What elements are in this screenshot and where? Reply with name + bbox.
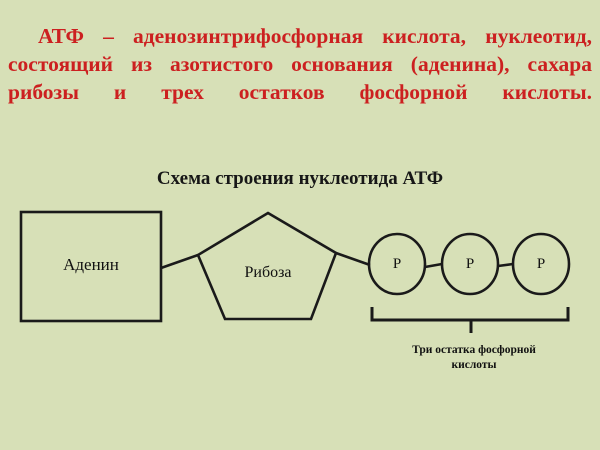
- connector-phosphate2-phosphate3: [497, 262, 514, 268]
- phosphate-bracket-caption-line2: кислоты: [451, 359, 497, 371]
- definition-paragraph: АТФ – аденозинтрифосфорная кислота, нукл…: [8, 24, 592, 104]
- connector-adenine-ribose: [160, 253, 199, 270]
- connector-phosphate1-phosphate2: [424, 262, 443, 269]
- phosphate-bracket-caption-line1: Три остатка фосфорной: [412, 344, 536, 356]
- phosphate-bracket: [370, 307, 570, 322]
- phosphate-label-3: Р: [536, 256, 546, 272]
- phosphate-label-1: Р: [392, 256, 402, 272]
- phosphate-circle-2-shape: [440, 232, 500, 296]
- phosphate-circle-1-shape: [367, 232, 427, 296]
- diagram-title: Схема строения нуклеотида АТФ: [156, 168, 444, 189]
- connector-ribose-phosphate1: [335, 251, 371, 267]
- phosphate-circle-3-shape: [511, 232, 571, 296]
- adenine-label: Аденин: [63, 255, 119, 274]
- adenine-box-shape: [19, 210, 163, 323]
- ribose-pentagon-shape: [196, 211, 338, 321]
- phosphate-label-2: Р: [465, 256, 475, 272]
- phosphate-bracket-caption: Три остатка фосфорной кислоты: [378, 343, 570, 373]
- ribose-label: Рибоза: [244, 264, 292, 281]
